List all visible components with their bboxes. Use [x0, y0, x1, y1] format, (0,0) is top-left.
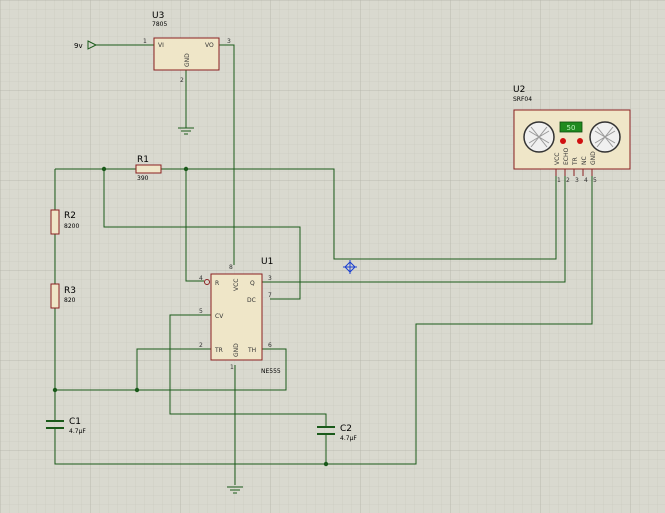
- ground-symbol-u3: [178, 127, 194, 135]
- u2-pin-nc-label: NC: [581, 156, 588, 165]
- r1-ref: R1: [137, 155, 149, 165]
- r1-resistor[interactable]: R1 390: [135, 155, 162, 182]
- u1-pin-5: 5: [199, 308, 203, 315]
- u2-pin-gnd-label: GND: [590, 151, 597, 165]
- ground-symbol-u1: [227, 486, 243, 494]
- probe-crosshair-icon[interactable]: [343, 260, 357, 274]
- u2-ref: U2: [513, 85, 525, 95]
- led-right-icon: [577, 138, 583, 144]
- u1-pin-2: 2: [199, 342, 203, 349]
- wire-top-rail-right[interactable]: [161, 168, 557, 260]
- junction-dot: [134, 387, 140, 393]
- u2-pin-tr-label: TR: [572, 157, 579, 166]
- u2-display-value: 50: [567, 124, 576, 132]
- wire-q-to-tr[interactable]: [262, 176, 566, 283]
- u3-ref: U3: [152, 11, 164, 21]
- u1-part: NE555: [261, 368, 281, 375]
- u1-pin-gnd-label: GND: [233, 343, 240, 357]
- r3-value: 820: [64, 297, 76, 304]
- wire-tr-th[interactable]: [55, 348, 211, 391]
- u3-regulator[interactable]: U3 7805 VI VO GND 1 3 2: [143, 11, 231, 84]
- u1-pin-dc-label: DC: [247, 297, 256, 304]
- u1-pin-7: 7: [268, 292, 272, 299]
- supply-label: 9v: [74, 42, 83, 50]
- u3-part: 7805: [152, 21, 167, 28]
- u1-pin-8: 8: [229, 264, 233, 271]
- u2-pin-vcc-label: VCC: [554, 153, 561, 165]
- u2-ultrasonic-sensor[interactable]: U2 SRF04 50 VCC ECHO TR NC GND 1: [513, 85, 631, 184]
- u1-pin-tr-label: TR: [214, 347, 223, 354]
- u1-pin-cv-label: CV: [215, 313, 224, 320]
- u3-pin-vo-label: VO: [205, 42, 214, 49]
- wire-reset[interactable]: [185, 169, 204, 282]
- r3-ref: R3: [64, 286, 76, 296]
- u2-display: [559, 121, 583, 133]
- u1-pin-4: 4: [199, 275, 203, 282]
- r3-resistor[interactable]: R3 820: [50, 283, 76, 309]
- r2-value: 8200: [64, 223, 79, 230]
- wire-th-loop[interactable]: [137, 348, 287, 391]
- u1-reset-bubble: [204, 279, 210, 285]
- junction-dot: [101, 166, 107, 172]
- u1-pin-r-label: R: [215, 280, 219, 287]
- u2-pin-2: 2: [566, 177, 570, 184]
- u2-pin-1: 1: [557, 177, 561, 184]
- u3-pin-2: 2: [180, 77, 184, 84]
- c1-capacitor[interactable]: [46, 420, 64, 429]
- supply-arrow-icon: [87, 40, 98, 50]
- led-left-icon: [560, 138, 566, 144]
- wire-vo-to-vcc[interactable]: [219, 44, 235, 265]
- c2-capacitor[interactable]: [317, 426, 335, 435]
- u1-pin-th-label: TH: [247, 347, 256, 354]
- u1-ref: U1: [261, 257, 273, 267]
- transducer-right-icon: [589, 121, 621, 153]
- wire-c1-bottom[interactable]: [54, 176, 593, 465]
- r2-resistor[interactable]: R2 8200: [50, 209, 79, 235]
- r1-value: 390: [137, 175, 149, 182]
- wire-feedback[interactable]: [103, 169, 301, 300]
- supply-terminal[interactable]: 9v: [74, 40, 100, 50]
- r2-ref: R2: [64, 211, 76, 221]
- c2-ref: C2: [340, 424, 352, 434]
- c1-ref: C1: [69, 417, 81, 427]
- u2-pin-5: 5: [593, 177, 597, 184]
- u3-pin-3: 3: [227, 38, 231, 45]
- wires[interactable]: [54, 44, 593, 485]
- junctions: [52, 166, 329, 467]
- u2-pin-3: 3: [575, 177, 579, 184]
- junction-dot: [52, 387, 58, 393]
- junction-dot: [323, 461, 329, 467]
- u1-pin-vcc-label: VCC: [233, 279, 240, 291]
- c1-value: 4.7µF: [69, 428, 86, 435]
- u1-pin-q-label: Q: [250, 280, 255, 287]
- u1-pin-1: 1: [230, 364, 234, 371]
- u2-pin-echo-label: ECHO: [563, 148, 570, 165]
- u1-timer[interactable]: U1 NE555 R VCC Q DC CV TR GND TH 4 8 3 7…: [199, 257, 281, 375]
- transducer-left-icon: [523, 121, 555, 153]
- u1-pin-3: 3: [268, 275, 272, 282]
- c2-value: 4.7µF: [340, 435, 357, 442]
- u3-pin-1: 1: [143, 38, 147, 45]
- junction-dot: [183, 166, 189, 172]
- u2-pin-4: 4: [584, 177, 588, 184]
- wire-cv-to-c2[interactable]: [169, 314, 327, 426]
- u3-pin-gnd-label: GND: [184, 53, 191, 67]
- u1-pin-6: 6: [268, 342, 272, 349]
- u2-part: SRF04: [513, 96, 532, 103]
- u3-pin-vi-label: VI: [158, 42, 164, 49]
